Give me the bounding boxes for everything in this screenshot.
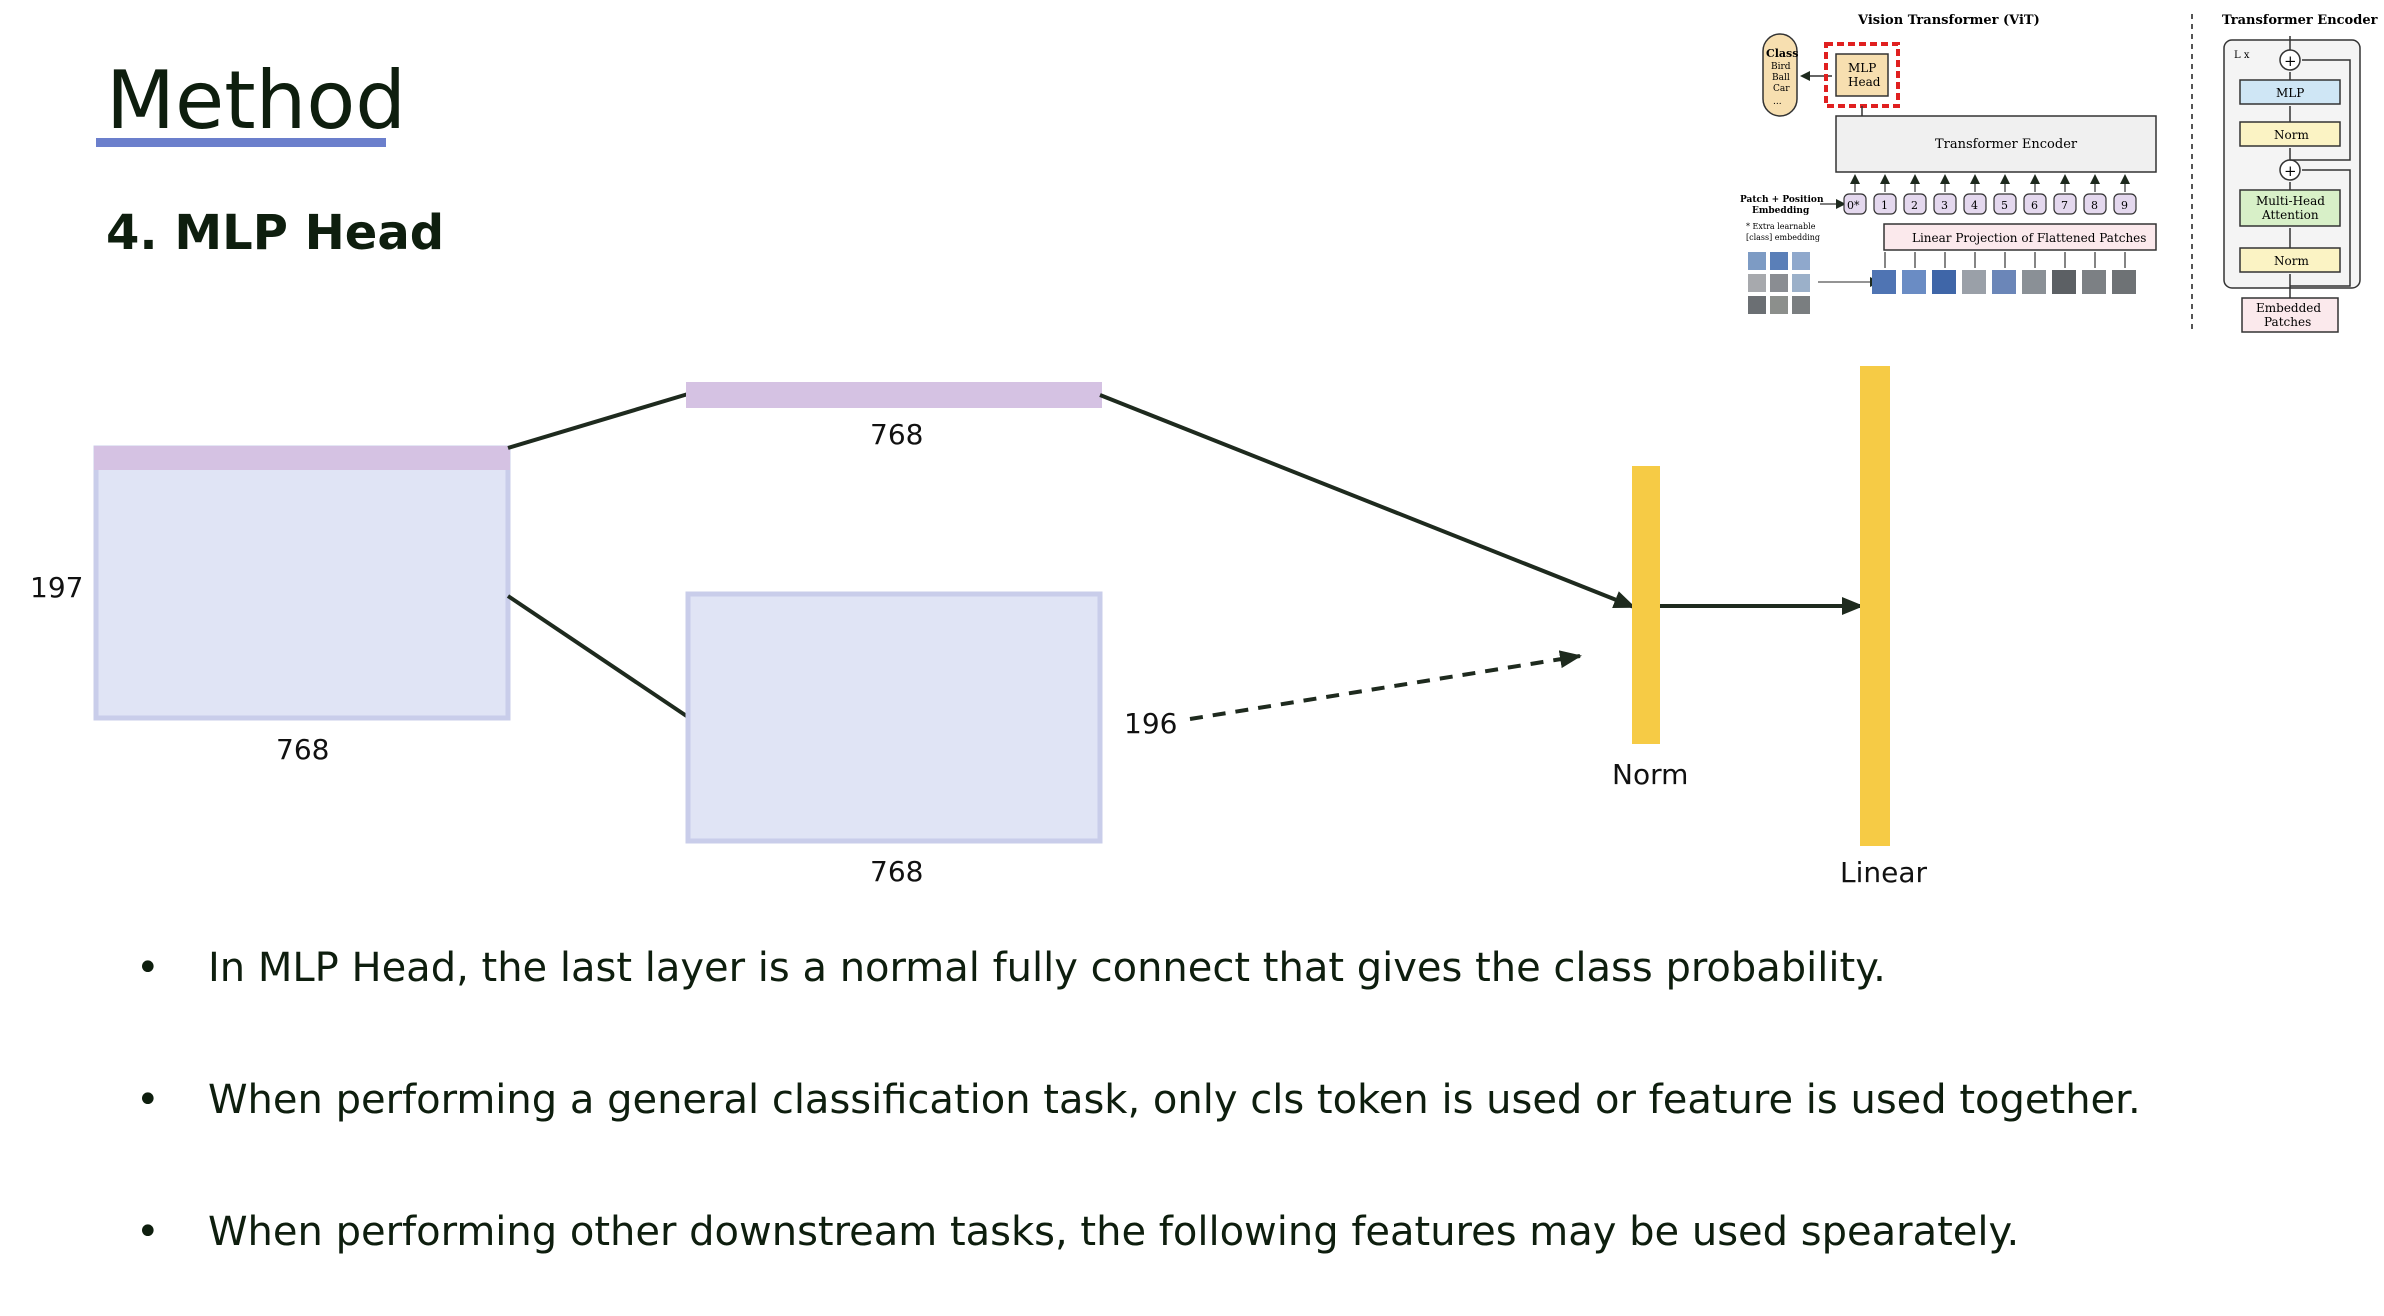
encoder-mlp-block — [2239, 79, 2341, 105]
bullet-text: When performing a general classification… — [208, 1077, 2141, 1123]
input-image-grid — [1748, 252, 1810, 314]
vit-encoder-label: Transformer Encoder — [1935, 137, 2078, 152]
vit-token-index: 9 — [2121, 199, 2128, 212]
vit-token — [2083, 193, 2107, 215]
class-label: Class — [1766, 47, 1798, 60]
encoder-attention-label-1: Multi-Head — [2256, 194, 2325, 208]
class-item-car: Car — [1773, 84, 1790, 94]
vit-title: Vision Transformer (ViT) — [1857, 13, 2040, 28]
norm-layer — [1632, 466, 1660, 744]
vit-token — [1843, 193, 1867, 215]
linear-layer — [1860, 366, 1890, 846]
vit-token-index: 5 — [2001, 199, 2008, 212]
flattened-patch — [1932, 270, 1956, 294]
vit-token-index: 6 — [2031, 199, 2038, 212]
mlp-head-block — [1835, 53, 1889, 97]
flattened-patch — [2112, 270, 2136, 294]
flattened-patch — [2022, 270, 2046, 294]
vit-token — [1903, 193, 1927, 215]
bullet-dot: • — [136, 945, 160, 991]
bullet-dot: • — [136, 1209, 160, 1255]
connector-cls — [507, 392, 689, 450]
flattened-patch — [1992, 270, 2016, 294]
input-cols-label: 768 — [276, 733, 329, 766]
vit-token-index: 7 — [2061, 199, 2068, 212]
vit-token-index: 2 — [1911, 199, 1918, 212]
input-token-matrix — [93, 445, 511, 721]
vit-token — [2023, 193, 2047, 215]
extra-learnable-1: * Extra learnable — [1746, 222, 1816, 231]
bullet-dot: • — [136, 1077, 160, 1123]
encoder-mlp-label: MLP — [2276, 86, 2304, 100]
mlp-head-label-2: Head — [1848, 75, 1881, 89]
slide-title: Method — [106, 54, 407, 147]
patch-embedding-label-2: Embedding — [1752, 206, 1810, 216]
vit-token-index: 3 — [1941, 199, 1948, 212]
vit-token-index: 8 — [2091, 199, 2098, 212]
mlp-head-label-1: MLP — [1848, 61, 1876, 75]
vit-token — [1933, 193, 1957, 215]
flattened-patch — [1902, 270, 1926, 294]
encoder-attention-label-2: Attention — [2261, 208, 2319, 222]
encoder-repeat-label: L x — [2234, 50, 2250, 61]
encoder-norm-top-label: Norm — [2274, 128, 2309, 142]
embedded-patches-block — [2241, 297, 2339, 333]
vit-token-index: 1 — [1881, 199, 1888, 212]
class-item-bird: Bird — [1771, 62, 1791, 72]
class-pill — [1762, 33, 1798, 117]
flattened-patch — [1872, 270, 1896, 294]
vit-token — [2053, 193, 2077, 215]
vit-reference-figure: Vision Transformer (ViT) Class Bird Ball… — [1740, 13, 2378, 333]
residual-add-top-sign: + — [2284, 52, 2297, 70]
bullet-text: When performing other downstream tasks, … — [208, 1209, 2020, 1255]
extra-learnable-2: [class] embedding — [1746, 233, 1820, 242]
section-heading: 4. MLP Head — [106, 205, 445, 261]
class-item-more: ... — [1773, 97, 1782, 107]
cls-token-vector — [686, 382, 1102, 408]
patch-rows-label: 196 — [1124, 707, 1177, 740]
vit-token — [2113, 193, 2137, 215]
patch-cols-label: 768 — [870, 855, 923, 888]
vit-token-index: 4 — [1971, 199, 1978, 212]
class-item-ball: Ball — [1772, 73, 1790, 83]
input-cls-row — [94, 446, 510, 470]
vit-token — [1873, 193, 1897, 215]
linear-projection-label: Linear Projection of Flattened Patches — [1912, 231, 2146, 245]
encoder-attention-block — [2239, 189, 2341, 227]
vit-token-index: 0* — [1847, 199, 1860, 212]
encoder-figure-title: Transformer Encoder — [2222, 13, 2378, 28]
flattened-patch — [1962, 270, 1986, 294]
title-underline — [96, 138, 386, 147]
linear-label: Linear — [1840, 856, 1928, 889]
norm-label: Norm — [1612, 758, 1688, 791]
flattened-patch — [2082, 270, 2106, 294]
bullet-text: In MLP Head, the last layer is a normal … — [208, 945, 1886, 991]
patch-embedding-label-1: Patch + Position — [1740, 195, 1824, 205]
encoder-norm-bottom-label: Norm — [2274, 254, 2309, 268]
arrow-cls-to-norm — [1099, 393, 1636, 609]
vit-token — [1993, 193, 2017, 215]
embedded-patches-label-2: Patches — [2264, 315, 2311, 329]
connector-features — [506, 594, 690, 719]
flattened-patch-row — [1872, 252, 2136, 294]
input-rows-label: 197 — [30, 571, 83, 604]
residual-add-bottom-sign: + — [2284, 162, 2297, 180]
linear-projection-block — [1883, 223, 2157, 251]
embedded-patches-label-1: Embedded — [2256, 301, 2321, 315]
vit-token-row: 0* 1 2 3 4 5 6 7 8 9 — [1843, 174, 2137, 215]
vit-transformer-encoder — [1835, 115, 2157, 173]
flattened-patch — [2052, 270, 2076, 294]
dashed-arrow-features — [1189, 650, 1582, 721]
cls-token-dim-label: 768 — [870, 418, 923, 451]
vit-token — [1963, 193, 1987, 215]
patch-feature-matrix — [685, 591, 1103, 844]
